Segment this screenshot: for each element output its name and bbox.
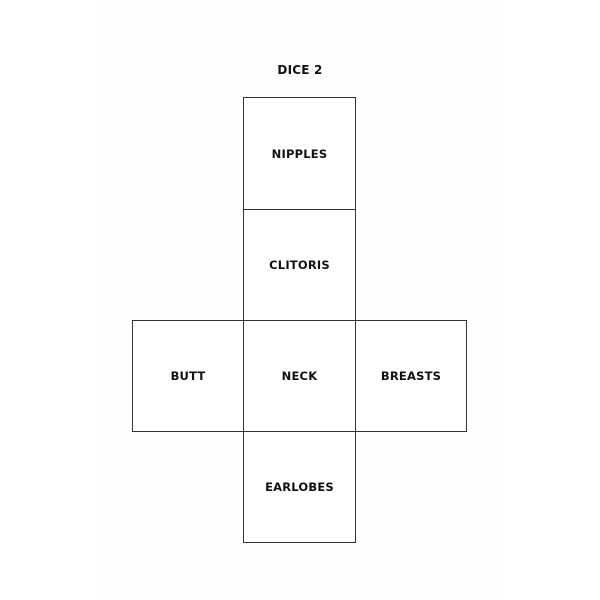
dice-face-bottom: EARLOBES bbox=[243, 431, 356, 543]
dice-face-upper-middle: CLITORIS bbox=[243, 209, 356, 321]
dice-face-top: NIPPLES bbox=[243, 97, 356, 210]
face-label-clitoris: CLITORIS bbox=[269, 258, 330, 272]
dice-face-right: BREASTS bbox=[355, 320, 467, 432]
dice-title: DICE 2 bbox=[277, 63, 323, 77]
dice-face-center: NECK bbox=[243, 320, 356, 432]
face-label-breasts: BREASTS bbox=[380, 369, 442, 383]
face-label-butt: BUTT bbox=[170, 369, 206, 383]
face-label-nipples: NIPPLES bbox=[271, 146, 328, 161]
dice-face-left: BUTT bbox=[132, 320, 244, 432]
face-label-neck: NECK bbox=[281, 369, 318, 383]
face-label-earlobes: EARLOBES bbox=[265, 480, 334, 494]
